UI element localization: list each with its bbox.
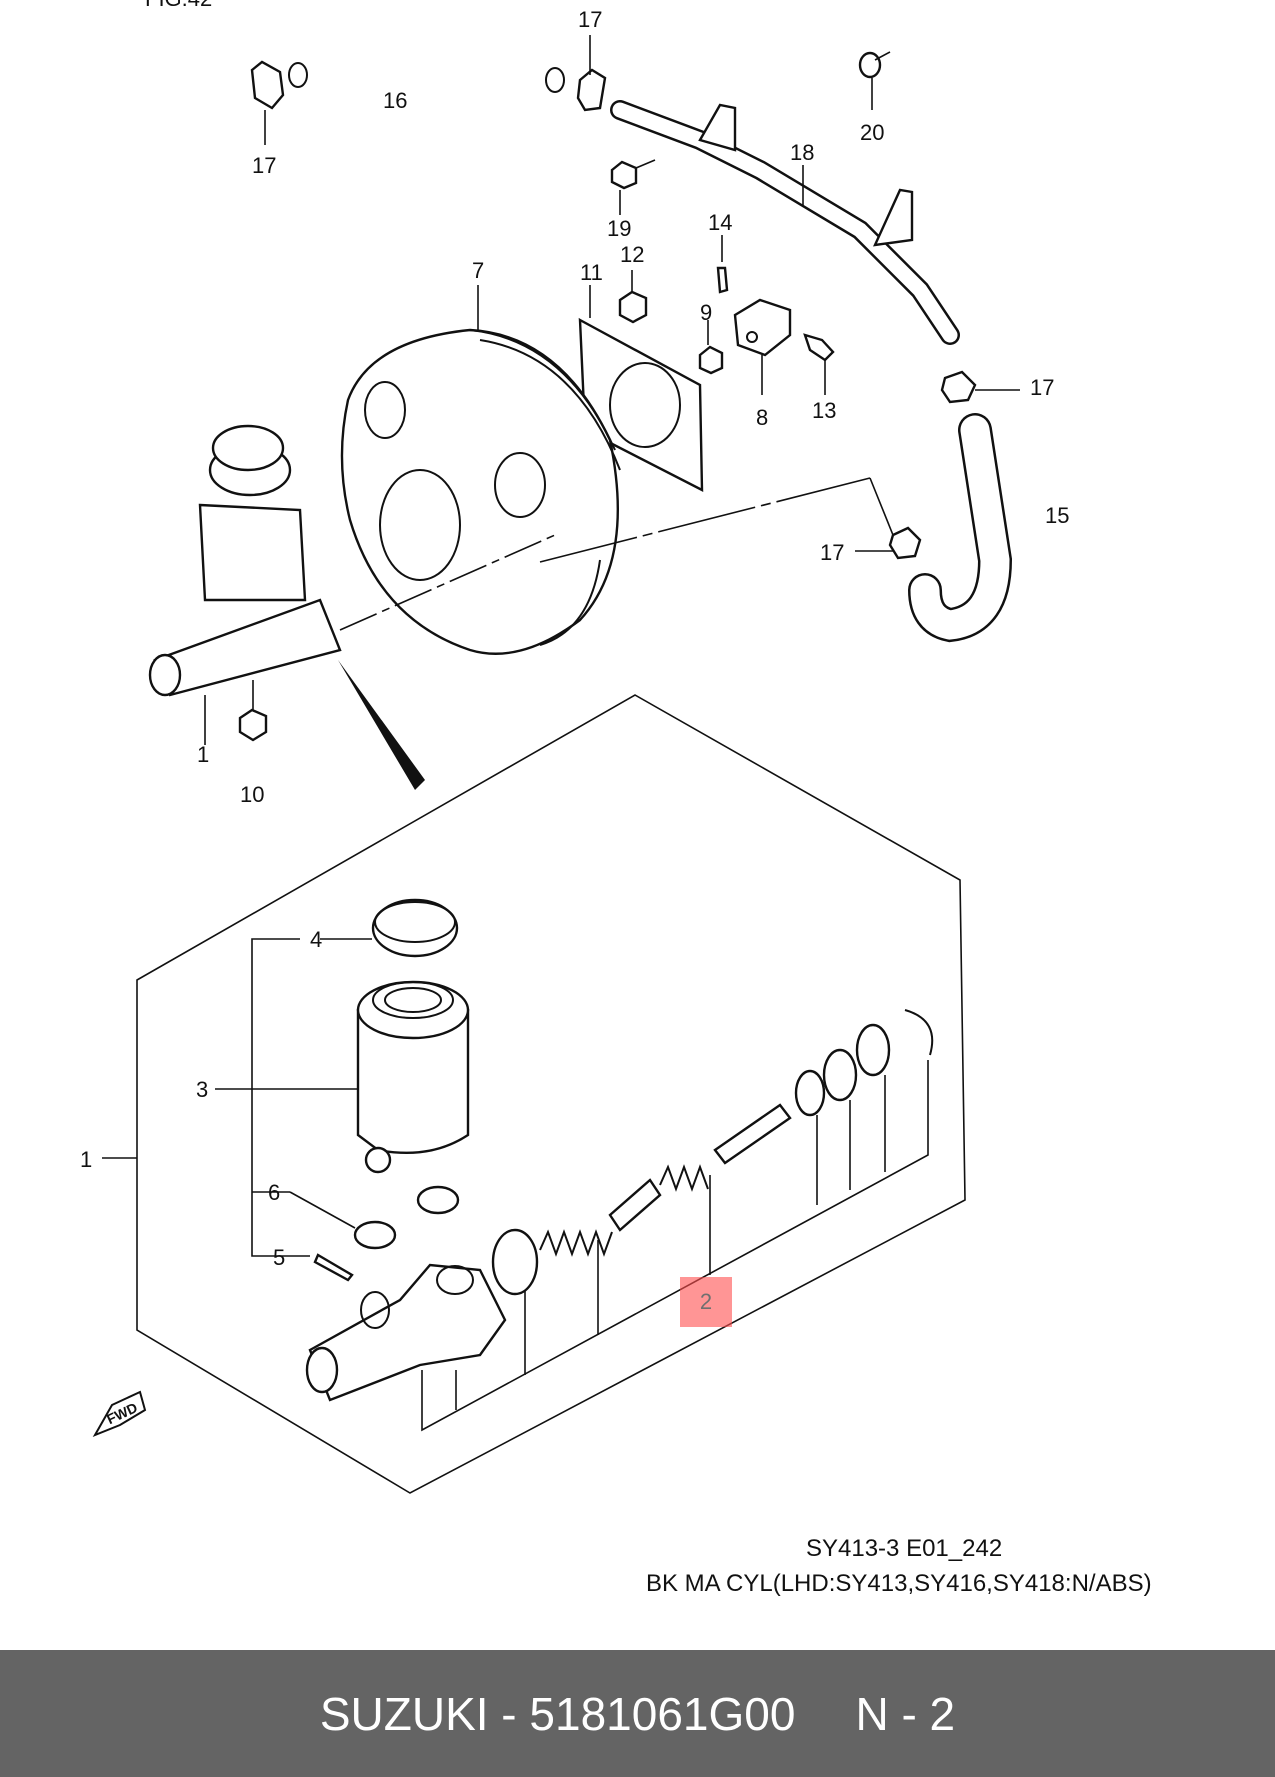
highlight-label: 2: [699, 1289, 713, 1314]
callout-1-top: 1: [197, 742, 209, 767]
clip-17-right: [940, 370, 1020, 404]
callout-19: 19: [607, 216, 631, 241]
nut-10: [238, 680, 268, 742]
piston: [608, 1178, 662, 1232]
callout-17-c: 17: [1030, 375, 1054, 400]
parts-diagram: FIG.42: [80, 0, 1069, 1494]
footer-brand: SUZUKI: [319, 1687, 489, 1740]
washer-c: [855, 1023, 891, 1077]
footer-position: N - 2: [855, 1687, 956, 1740]
cap-4: [371, 898, 459, 958]
highlight-callout-2[interactable]: 2: [680, 1277, 732, 1327]
callout-9: 9: [700, 300, 712, 325]
spring-right: [659, 1164, 709, 1192]
callout-8: 8: [756, 405, 768, 430]
bolt-20: [858, 51, 891, 110]
detail-box: [136, 694, 966, 1494]
rod: [713, 1103, 792, 1165]
footer-separator: -: [488, 1687, 530, 1740]
hose-16: [279, 8, 566, 93]
clip-17-left: [250, 60, 285, 145]
callout-20: 20: [860, 120, 884, 145]
bolt-19: [610, 159, 656, 215]
clevis-8: [733, 298, 792, 395]
callout-17-b: 17: [252, 153, 276, 178]
callout-7: 7: [472, 258, 484, 283]
callout-5: 5: [273, 1245, 285, 1270]
part-footer: SUZUKI - 5181061G00 N - 2: [0, 1650, 1275, 1777]
callout-14: 14: [708, 210, 732, 235]
diagram-caption: SY413-3 E01_242 BK MA CYL(LHD:SY413,SY41…: [0, 1535, 1275, 1605]
pin-14: [716, 235, 729, 294]
callout-13: 13: [812, 398, 836, 423]
pipe-18: [610, 100, 960, 345]
detail-arrow: [338, 660, 425, 790]
washer-b: [822, 1048, 858, 1102]
washer-a: [794, 1069, 826, 1117]
grommet-6: [353, 1185, 460, 1250]
callout-6: 6: [268, 1180, 280, 1205]
callout-18: 18: [790, 140, 814, 165]
nut-9: [698, 320, 724, 375]
hose-15: [908, 413, 1013, 643]
footer-part-number: 5181061G00: [529, 1687, 796, 1740]
master-cylinder-1-upper: [148, 424, 556, 745]
callout-10: 10: [240, 782, 264, 807]
nut-12: [618, 270, 648, 324]
clip-17-lower: [855, 526, 922, 560]
clip-17-top: [576, 35, 607, 112]
booster-7: [340, 285, 621, 655]
spring-left: [539, 1229, 613, 1257]
pin-5: [313, 1253, 354, 1282]
reservoir-3: [356, 980, 470, 1174]
caption-code: SY413-3 E01_242: [806, 1535, 1003, 1562]
callout-12: 12: [620, 242, 644, 267]
callout-17-a: 17: [578, 7, 602, 32]
callout-3: 3: [196, 1077, 208, 1102]
callout-11: 11: [580, 260, 603, 285]
figure-label: FIG.42: [145, 0, 212, 11]
caption-description: BK MA CYL(LHD:SY413,SY416,SY418:N/ABS): [646, 1570, 1152, 1597]
callout-1-box: 1: [80, 1147, 92, 1172]
cylinder-body: [305, 1263, 507, 1402]
pin-13: [803, 333, 835, 395]
callout-15: 15: [1045, 503, 1069, 528]
fwd-arrow-icon: FWD: [92, 1390, 147, 1437]
snap-ring: [904, 1009, 934, 1056]
o-ring: [491, 1228, 539, 1296]
callout-4: 4: [310, 927, 322, 952]
callout-17-d: 17: [820, 540, 844, 565]
callout-16: 16: [383, 88, 407, 113]
